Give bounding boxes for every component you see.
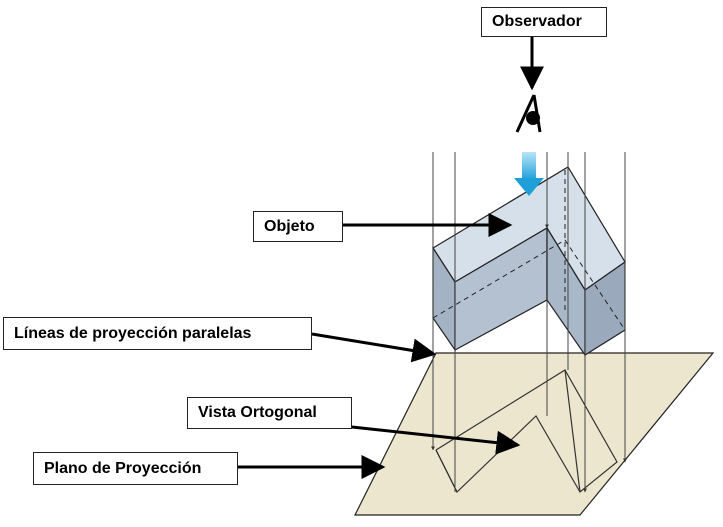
parallel-lines-label: Líneas de proyección paralelas [3, 317, 312, 350]
object-label: Objeto [253, 211, 343, 242]
orthographic-view-label: Vista Ortogonal [187, 397, 352, 429]
orthographic-view-callout-arrow [351, 425, 521, 455]
projection-plane-label: Plano de Proyección [33, 452, 238, 485]
eye-icon [515, 94, 542, 133]
orthographic-view-outline [435, 369, 618, 493]
direction-arrow-icon [514, 152, 544, 196]
parallel-lines-callout-arrow [311, 332, 437, 363]
observer-label: Observador [481, 7, 607, 37]
projection-lines [431, 152, 627, 493]
hidden-edges [432, 170, 626, 331]
